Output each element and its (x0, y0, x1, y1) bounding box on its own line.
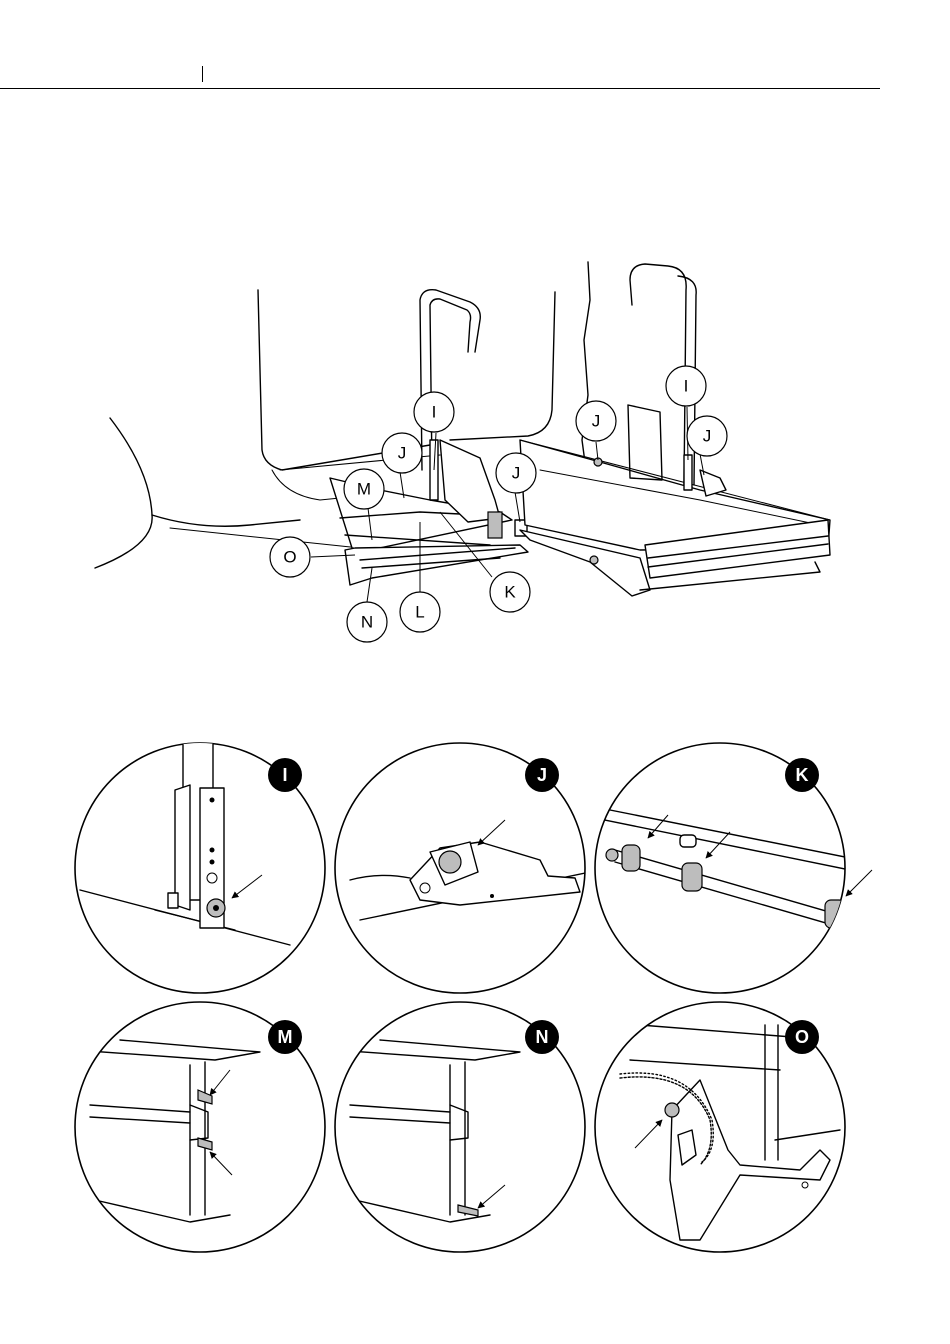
detail-o-badge: O (785, 1020, 819, 1054)
detail-k-badge: K (785, 758, 819, 792)
detail-j-badge: J (525, 758, 559, 792)
svg-text:L: L (415, 603, 424, 622)
callout-l: L (400, 592, 440, 632)
svg-text:J: J (398, 444, 407, 463)
callout-j-mid: J (496, 453, 536, 493)
callout-j-left: J (382, 433, 422, 473)
svg-text:K: K (504, 583, 516, 602)
svg-text:K: K (796, 765, 809, 785)
left-roller (488, 512, 502, 538)
svg-text:N: N (536, 1027, 549, 1047)
callout-o: O (270, 537, 310, 577)
right-post (684, 455, 692, 490)
svg-text:O: O (283, 548, 296, 567)
svg-text:I: I (282, 765, 287, 785)
svg-text:I: I (684, 377, 689, 396)
callout-n: N (347, 602, 387, 642)
callout-i-left: I (414, 392, 454, 432)
detail-n-badge: N (525, 1020, 559, 1054)
svg-text:J: J (512, 464, 521, 483)
left-rack-handle (420, 290, 480, 470)
svg-text:O: O (795, 1027, 809, 1047)
svg-text:M: M (278, 1027, 293, 1047)
callout-i-right: I (666, 366, 706, 406)
detail-k (595, 743, 872, 993)
svg-text:I: I (432, 403, 437, 422)
svg-text:N: N (361, 613, 373, 632)
cabinet-left (95, 418, 152, 568)
callout-j-right: J (687, 416, 727, 456)
svg-text:J: J (703, 427, 712, 446)
callout-m: M (344, 469, 384, 509)
callout-j-top: J (576, 401, 616, 441)
detail-i-badge: I (268, 758, 302, 792)
detail-m-badge: M (268, 1020, 302, 1054)
callout-k: K (490, 572, 530, 612)
svg-text:J: J (592, 412, 601, 431)
svg-text:J: J (537, 765, 547, 785)
svg-text:M: M (357, 480, 371, 499)
